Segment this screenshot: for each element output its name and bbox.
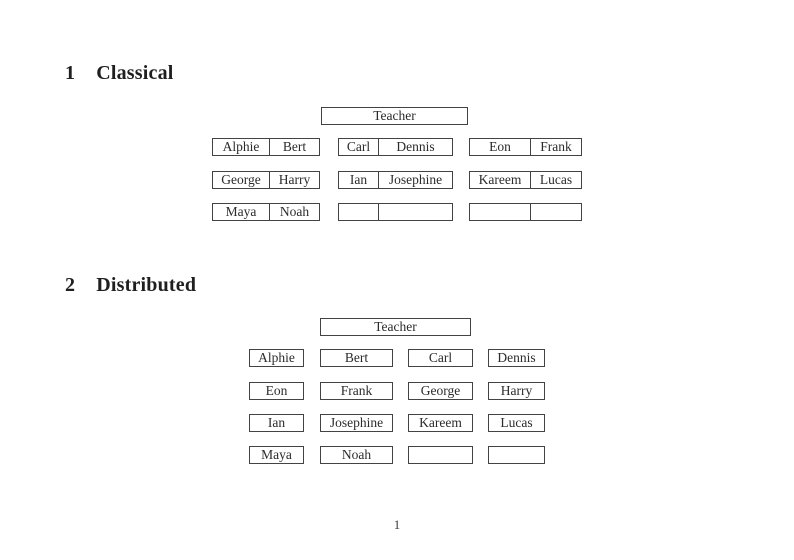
student-seat: Harry: [278, 172, 311, 187]
student-seat-box: George: [408, 382, 473, 400]
desk-box: Alphie Bert: [212, 138, 320, 156]
section-title: Distributed: [96, 274, 197, 296]
student-seat: Dennis: [396, 139, 435, 154]
student-seat: Lucas: [539, 172, 573, 187]
section-heading-classical: 1 Classical: [65, 62, 174, 85]
desk-box: Eon Frank: [469, 138, 582, 156]
teacher-box: Teacher: [321, 107, 468, 125]
student-seat: Bert: [282, 139, 307, 154]
section-heading-distributed: 2 Distributed: [65, 274, 196, 297]
section-number: 1: [65, 62, 76, 84]
desk-box: George Harry: [212, 171, 320, 189]
student-seat-box: Josephine: [320, 414, 393, 432]
student-seat: Ian: [339, 172, 379, 188]
page-number: 1: [393, 517, 401, 532]
student-seat-box: Carl: [408, 349, 473, 367]
student-seat-box: Maya: [249, 446, 304, 464]
student-seat: Alphie: [213, 139, 270, 155]
empty-seat: [531, 204, 581, 220]
desk-box: Ian Josephine: [338, 171, 453, 189]
desk-box: Kareem Lucas: [469, 171, 582, 189]
student-seat-box: Alphie: [249, 349, 304, 367]
student-seat: Noah: [279, 204, 310, 219]
student-seat: Kareem: [470, 172, 531, 188]
student-seat: Maya: [213, 204, 270, 220]
section-number: 2: [65, 274, 76, 296]
student-seat-box: Harry: [488, 382, 545, 400]
empty-seat: [379, 204, 452, 220]
empty-seat-box: [408, 446, 473, 464]
desk-box: [338, 203, 453, 221]
student-seat-box: Eon: [249, 382, 304, 400]
student-seat-box: Dennis: [488, 349, 545, 367]
teacher-box: Teacher: [320, 318, 471, 336]
student-seat-box: Frank: [320, 382, 393, 400]
empty-seat-box: [488, 446, 545, 464]
student-seat-box: Noah: [320, 446, 393, 464]
student-seat-box: Kareem: [408, 414, 473, 432]
student-seat: Josephine: [388, 172, 443, 187]
empty-seat: [339, 204, 379, 220]
student-seat: Eon: [470, 139, 531, 155]
section-title: Classical: [96, 62, 174, 84]
student-seat: Frank: [540, 139, 572, 154]
student-seat-box: Lucas: [488, 414, 545, 432]
student-seat-box: Ian: [249, 414, 304, 432]
student-seat: Carl: [339, 139, 379, 155]
desk-box: Maya Noah: [212, 203, 320, 221]
empty-seat: [470, 204, 531, 220]
desk-box: [469, 203, 582, 221]
student-seat: George: [213, 172, 270, 188]
student-seat-box: Bert: [320, 349, 393, 367]
desk-box: Carl Dennis: [338, 138, 453, 156]
